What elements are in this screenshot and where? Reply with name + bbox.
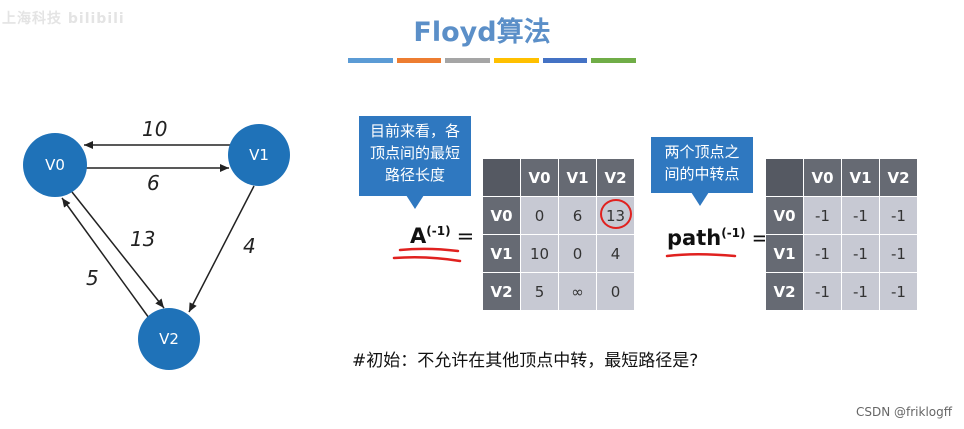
callout-shortest-length: 目前来看，各 顶点间的最短 路径长度 bbox=[359, 116, 471, 196]
initial-condition-text: #初始：不允许在其他顶点中转，最短路径是? bbox=[352, 351, 699, 371]
matrix-path-label-sup: (-1) bbox=[721, 226, 746, 240]
matrix-path-header-row: V0 V1 V2 bbox=[765, 158, 918, 197]
matrix-path-col-header: V2 bbox=[879, 158, 918, 197]
matrix-a-cell: 4 bbox=[596, 234, 635, 273]
node-v2 bbox=[138, 308, 200, 370]
matrix-a-header-row: V0 V1 V2 bbox=[482, 158, 635, 197]
color-segment-5 bbox=[542, 58, 588, 63]
node-v1 bbox=[228, 124, 290, 186]
matrix-path-corner bbox=[765, 158, 804, 197]
matrix-path-cell: -1 bbox=[803, 272, 842, 311]
watermark: 上海科技 bilibili bbox=[2, 11, 125, 27]
edge-v0-v2 bbox=[71, 191, 165, 309]
matrix-path-equals: = bbox=[751, 226, 770, 250]
matrix-a-row-header: V0 bbox=[482, 196, 521, 235]
matrix-a-row-header: V1 bbox=[482, 234, 521, 273]
color-segment-2 bbox=[396, 58, 442, 63]
source-credit: CSDN @friklogff bbox=[855, 405, 952, 419]
matrix-a-col-header: V0 bbox=[520, 158, 559, 197]
edge-v1-v2 bbox=[188, 185, 255, 313]
matrix-a-cell: 0 bbox=[558, 234, 597, 273]
title-color-bar bbox=[348, 58, 637, 63]
matrix-a-label: A(-1) = bbox=[410, 224, 474, 248]
matrix-a-cell: 0 bbox=[520, 196, 559, 235]
red-underline-a bbox=[392, 247, 462, 263]
edge-weight-v1-v2: 4 bbox=[243, 234, 256, 258]
matrix-path: V0 V1 V2 V0 -1 -1 -1 V1 -1 -1 -1 V2 -1 -… bbox=[765, 158, 918, 311]
edge-weight-v1-v0: 10 bbox=[142, 117, 167, 141]
matrix-a-cell: 6 bbox=[558, 196, 597, 235]
matrix-path-cell: -1 bbox=[841, 196, 880, 235]
matrix-a-label-base: A bbox=[410, 224, 427, 248]
matrix-a-corner bbox=[482, 158, 521, 197]
callout-transit-point: 两个顶点之 间的中转点 bbox=[651, 137, 753, 193]
matrix-a: V0 V1 V2 V0 0 6 13 V1 10 0 4 V2 5 ∞ 0 bbox=[482, 158, 635, 311]
red-circle-annotation bbox=[600, 199, 632, 229]
matrix-path-row: V0 -1 -1 -1 bbox=[765, 196, 918, 235]
matrix-path-label-base: path bbox=[667, 226, 722, 250]
matrix-path-cell: -1 bbox=[841, 272, 880, 311]
matrix-a-label-sup: (-1) bbox=[426, 224, 451, 238]
callout-a-line-1: 目前来看，各 bbox=[369, 122, 460, 140]
edge-weight-v2-v0: 5 bbox=[86, 266, 99, 290]
red-underline-path bbox=[665, 252, 737, 258]
callout-a-line-2: 顶点间的最短 bbox=[369, 144, 460, 162]
matrix-a-cell: 5 bbox=[520, 272, 559, 311]
edge-weight-v0-v1: 6 bbox=[147, 171, 160, 195]
edge-v2-v0 bbox=[61, 197, 150, 319]
matrix-path-cell: -1 bbox=[879, 272, 918, 311]
graph-diagram: 10 6 13 4 5 V0 V1 V2 bbox=[23, 117, 290, 370]
node-v2-label: V2 bbox=[159, 330, 179, 348]
matrix-path-col-header: V1 bbox=[841, 158, 880, 197]
matrix-path-row-header: V1 bbox=[765, 234, 804, 273]
node-v1-label: V1 bbox=[249, 146, 269, 164]
callout-path-line-2: 间的中转点 bbox=[664, 165, 740, 183]
color-segment-4 bbox=[494, 58, 539, 63]
matrix-path-cell: -1 bbox=[879, 234, 918, 273]
callout-a-line-3: 路径长度 bbox=[384, 166, 445, 184]
matrix-a-cell: ∞ bbox=[558, 272, 597, 311]
matrix-path-row-header: V2 bbox=[765, 272, 804, 311]
matrix-a-row: V1 10 0 4 bbox=[482, 234, 635, 273]
color-segment-1 bbox=[348, 58, 393, 63]
node-v0 bbox=[23, 133, 87, 197]
matrix-path-cell: -1 bbox=[841, 234, 880, 273]
matrix-path-row: V2 -1 -1 -1 bbox=[765, 272, 918, 311]
matrix-path-label: path(-1) = bbox=[667, 226, 769, 250]
matrix-a-cell: 0 bbox=[596, 272, 635, 311]
edge-weight-v0-v2: 13 bbox=[130, 227, 155, 251]
matrix-a-col-header: V1 bbox=[558, 158, 597, 197]
slide-title: Floyd算法 bbox=[413, 17, 551, 48]
matrix-a-row: V0 0 6 13 bbox=[482, 196, 635, 235]
matrix-path-cell: -1 bbox=[879, 196, 918, 235]
matrix-a-equals: = bbox=[456, 224, 475, 248]
matrix-a-col-header: V2 bbox=[596, 158, 635, 197]
matrix-a-row: V2 5 ∞ 0 bbox=[482, 272, 635, 311]
matrix-path-cell: -1 bbox=[803, 234, 842, 273]
callout-a-tail bbox=[406, 195, 424, 209]
matrix-path-col-header: V0 bbox=[803, 158, 842, 197]
callout-path-tail bbox=[691, 192, 709, 206]
callout-path-line-1: 两个顶点之 bbox=[664, 143, 740, 161]
color-segment-6 bbox=[591, 58, 637, 63]
node-v0-label: V0 bbox=[45, 156, 65, 174]
color-segment-3 bbox=[445, 58, 491, 63]
matrix-path-row: V1 -1 -1 -1 bbox=[765, 234, 918, 273]
matrix-a-row-header: V2 bbox=[482, 272, 521, 311]
matrix-path-cell: -1 bbox=[803, 196, 842, 235]
matrix-a-cell: 10 bbox=[520, 234, 559, 273]
matrix-path-row-header: V0 bbox=[765, 196, 804, 235]
